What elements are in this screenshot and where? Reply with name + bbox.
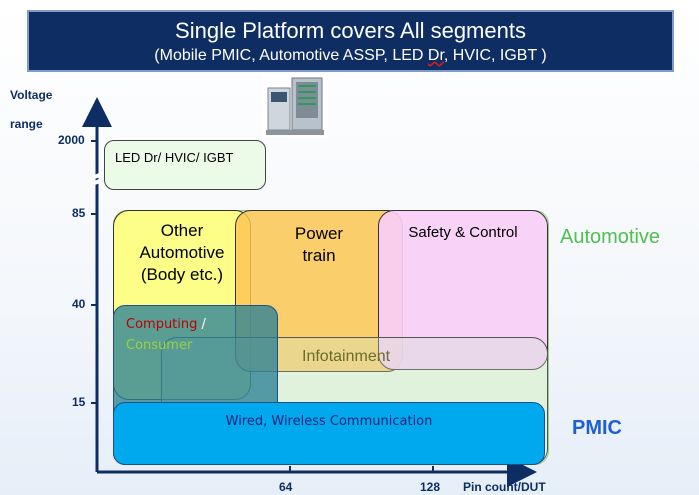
title-main: Single Platform covers All segments — [175, 18, 526, 43]
other-automotive-label: Other Automotive (Body etc.) — [114, 220, 250, 286]
y-tick-85: 85 — [72, 206, 86, 220]
test-equipment-photo — [262, 74, 328, 138]
wired-label: Wired, Wireless Communication — [225, 414, 433, 429]
other-line1: Other — [160, 221, 204, 240]
safety-control-label: Safety & Control — [408, 224, 518, 241]
segment-automotive: Automotive — [560, 226, 661, 248]
infotainment-label: Infotainment — [302, 348, 391, 365]
y-axis-label-line2: range — [10, 117, 43, 131]
title-subtitle: (Mobile PMIC, Automotive ASSP, LED Dr, H… — [29, 46, 672, 66]
subtitle-prefix: (Mobile PMIC, Automotive ASSP, LED — [154, 47, 428, 64]
region-led-hvic-igbt: LED Dr/ HVIC/ IGBT — [104, 140, 266, 190]
region-wired-wireless: Wired, Wireless Communication — [113, 402, 545, 465]
power-line2: train — [302, 246, 336, 265]
y-tick-2000: 2000 — [58, 133, 85, 147]
region-safety-control: Safety & Control — [378, 210, 548, 370]
subtitle-dr: Dr — [427, 47, 444, 64]
power-train-label: Power train — [236, 223, 402, 267]
y-tick-40: 40 — [72, 297, 86, 311]
consumer-label: Consumer — [126, 338, 193, 353]
y-axis-label-line1: Voltage — [10, 88, 53, 102]
computing-label: Computing / — [126, 317, 206, 332]
subtitle-suffix: , HVIC, IGBT ) — [443, 47, 547, 64]
other-line2: Automotive — [139, 243, 225, 262]
segment-pmic: PMIC — [572, 417, 622, 439]
x-tick-128: 128 — [420, 480, 441, 494]
other-line3: (Body etc.) — [140, 265, 224, 284]
computing-text: Computing — [126, 317, 198, 332]
computing-slash: / — [197, 317, 206, 332]
region-led-label: LED Dr/ HVIC/ IGBT — [115, 150, 234, 165]
power-line1: Power — [294, 224, 344, 243]
title-banner: Single Platform covers All segments (Mob… — [27, 10, 674, 72]
x-axis-label: Pin count/DUT — [463, 480, 546, 494]
y-tick-15: 15 — [72, 395, 86, 409]
x-tick-64: 64 — [279, 480, 293, 494]
